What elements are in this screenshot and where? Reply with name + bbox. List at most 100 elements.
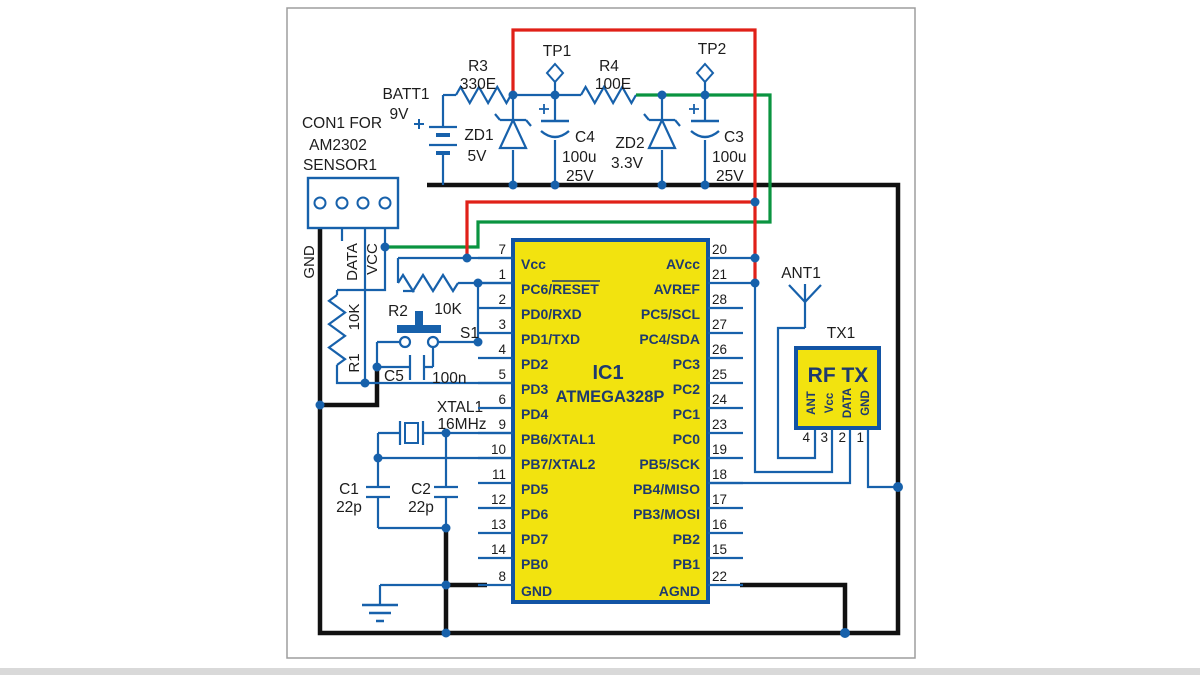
- tp2-ref: TP2: [698, 41, 726, 58]
- con1-title-2: AM2302: [309, 137, 367, 154]
- svg-text:PC2: PC2: [673, 381, 700, 397]
- capacitor-c3: [689, 104, 720, 139]
- svg-text:PD2: PD2: [521, 356, 548, 372]
- svg-text:PD6: PD6: [521, 506, 548, 522]
- svg-text:PD4: PD4: [521, 406, 548, 422]
- svg-text:PC5/SCL: PC5/SCL: [641, 306, 701, 322]
- svg-text:PD5: PD5: [521, 481, 548, 497]
- svg-text:PB1: PB1: [673, 556, 700, 572]
- svg-text:PB3/MOSI: PB3/MOSI: [633, 506, 700, 522]
- svg-text:PB4/MISO: PB4/MISO: [633, 481, 700, 497]
- svg-text:PB2: PB2: [673, 531, 700, 547]
- svg-text:22: 22: [712, 569, 727, 584]
- svg-text:1: 1: [498, 267, 506, 282]
- svg-text:21: 21: [712, 267, 727, 282]
- svg-text:23: 23: [712, 417, 727, 432]
- c5-ref: C5: [384, 368, 404, 385]
- svg-text:PC1: PC1: [673, 406, 700, 422]
- rail-5v-red: [465, 28, 757, 283]
- ground-wires: [317, 182, 901, 636]
- r2-value: 10K: [434, 301, 462, 318]
- svg-text:16: 16: [712, 517, 727, 532]
- resistor-r2: [397, 272, 459, 294]
- capacitor-c5: [377, 347, 435, 380]
- svg-text:AVREF: AVREF: [654, 281, 701, 297]
- ic1-ref: IC1: [592, 362, 623, 384]
- svg-text:PD3: PD3: [521, 381, 548, 397]
- testpoint-tp2-icon: [695, 62, 715, 84]
- svg-text:PB7/XTAL2: PB7/XTAL2: [521, 456, 596, 472]
- polarity-plus-icon: [689, 104, 699, 114]
- tp1-ref: TP1: [543, 43, 571, 60]
- svg-text:PB6/XTAL1: PB6/XTAL1: [521, 431, 596, 447]
- polarity-plus-icon: [539, 104, 549, 114]
- r4-value: 100E: [595, 76, 631, 93]
- xtal1-ref: XTAL1: [437, 399, 483, 416]
- svg-text:17: 17: [712, 492, 727, 507]
- resistor-r3: [455, 84, 512, 106]
- svg-text:12: 12: [491, 492, 506, 507]
- capacitor-c4: [539, 104, 570, 139]
- zener-zd2: [643, 113, 681, 150]
- tx1-pin-num-4: 4: [802, 430, 810, 445]
- crystal-xtal1: [404, 422, 419, 444]
- svg-text:19: 19: [712, 442, 727, 457]
- zener-zd1: [494, 113, 532, 150]
- ic1-body: [511, 238, 710, 604]
- svg-text:PC6/RESET: PC6/RESET: [521, 281, 599, 297]
- r3-ref: R3: [468, 58, 488, 75]
- r1-ref: R1: [346, 353, 363, 372]
- xtal1-value: 16MHz: [437, 416, 486, 433]
- svg-text:5: 5: [498, 367, 506, 382]
- svg-text:4: 4: [498, 342, 506, 357]
- tx1-pin-gnd-label: GND: [860, 390, 872, 416]
- c3-value: 100u: [712, 149, 746, 166]
- svg-text:PC3: PC3: [673, 356, 700, 372]
- zd2-value: 3.3V: [611, 155, 644, 172]
- battery-symbol: [414, 119, 457, 155]
- con1-pin-vcc-label: VCC: [364, 243, 381, 275]
- svg-text:AVcc: AVcc: [666, 256, 700, 272]
- svg-text:11: 11: [492, 467, 506, 482]
- svg-text:PB0: PB0: [521, 556, 548, 572]
- tx1-pin-vcc-label: Vcc: [824, 392, 836, 413]
- svg-text:PD0/RXD: PD0/RXD: [521, 306, 582, 322]
- c4-voltage: 25V: [566, 168, 594, 185]
- con1-title-3: SENSOR1: [303, 157, 377, 174]
- svg-text:14: 14: [491, 542, 507, 557]
- tx1-name: RF TX: [808, 364, 869, 387]
- tx1-pin-data-label: DATA: [842, 388, 854, 418]
- page-edge-strip: [0, 668, 1200, 675]
- con1-pin-data-label: DATA: [344, 243, 361, 281]
- r1-value: 10K: [346, 304, 363, 331]
- svg-text:26: 26: [712, 342, 727, 357]
- c3-voltage: 25V: [716, 168, 744, 185]
- c4-ref: C4: [575, 129, 595, 146]
- svg-text:25: 25: [712, 367, 727, 382]
- svg-text:18: 18: [712, 467, 727, 482]
- capacitor-c1: [366, 458, 390, 528]
- svg-text:2: 2: [498, 292, 506, 307]
- zd1-ref: ZD1: [464, 127, 493, 144]
- svg-text:20: 20: [712, 242, 727, 257]
- svg-text:7: 7: [498, 242, 506, 257]
- c1-value: 22p: [336, 499, 362, 516]
- svg-text:Vcc: Vcc: [521, 256, 546, 272]
- svg-text:PD1/TXD: PD1/TXD: [521, 331, 580, 347]
- svg-text:13: 13: [491, 517, 506, 532]
- c2-ref: C2: [411, 481, 431, 498]
- ic1-pin-stubs: [478, 256, 743, 587]
- svg-text:24: 24: [712, 392, 728, 407]
- tx1-pin-num-3: 3: [820, 430, 828, 445]
- battery-ref: BATT1: [382, 86, 429, 103]
- svg-text:PD7: PD7: [521, 531, 548, 547]
- svg-text:PC0: PC0: [673, 431, 700, 447]
- r4-ref: R4: [599, 58, 619, 75]
- tx1-body: [794, 346, 881, 430]
- c5-value: 100n: [432, 370, 466, 387]
- testpoint-tp1-icon: [545, 62, 565, 84]
- svg-text:10: 10: [491, 442, 506, 457]
- svg-text:15: 15: [712, 542, 727, 557]
- r3-value: 330E: [460, 76, 496, 93]
